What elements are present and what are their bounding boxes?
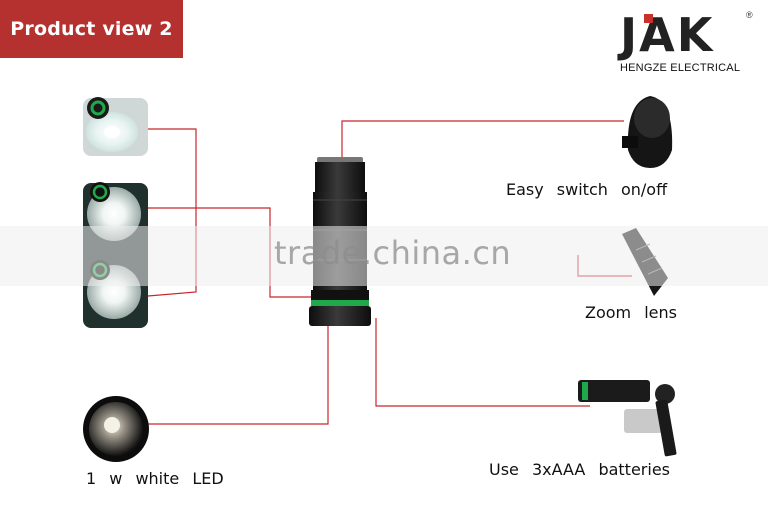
logo-word: JAK: [620, 8, 715, 62]
battery-icon: [578, 380, 677, 457]
brand-logo: JAK ® HENGZE ELECTRICAL: [616, 8, 756, 78]
banner-title: Product view 2: [10, 18, 173, 40]
switch-cap-icon: [622, 96, 673, 168]
watermark-text: trade.china.cn: [274, 234, 512, 272]
connector-lines: [147, 120, 632, 425]
line-switch: [341, 120, 624, 163]
logo-registered: ®: [746, 10, 753, 20]
led-icon: [83, 396, 149, 462]
logo-subtitle: HENGZE ELECTRICAL: [620, 62, 741, 74]
beam-mode-icon: [83, 97, 148, 156]
logo-dot-icon: [644, 14, 653, 23]
caption-led: 1 w white LED: [86, 469, 224, 488]
caption-zoom-lens: Zoom lens: [585, 303, 677, 322]
line-batteries: [375, 318, 590, 407]
caption-batteries: Use 3xAAA batteries: [489, 460, 670, 479]
page-banner: Product view 2: [0, 0, 183, 58]
line-led: [148, 325, 329, 425]
caption-easy-switch: Easy switch on/off: [506, 180, 668, 199]
watermark: trade.china.cn: [0, 226, 768, 286]
line-top-beam: [147, 128, 197, 297]
